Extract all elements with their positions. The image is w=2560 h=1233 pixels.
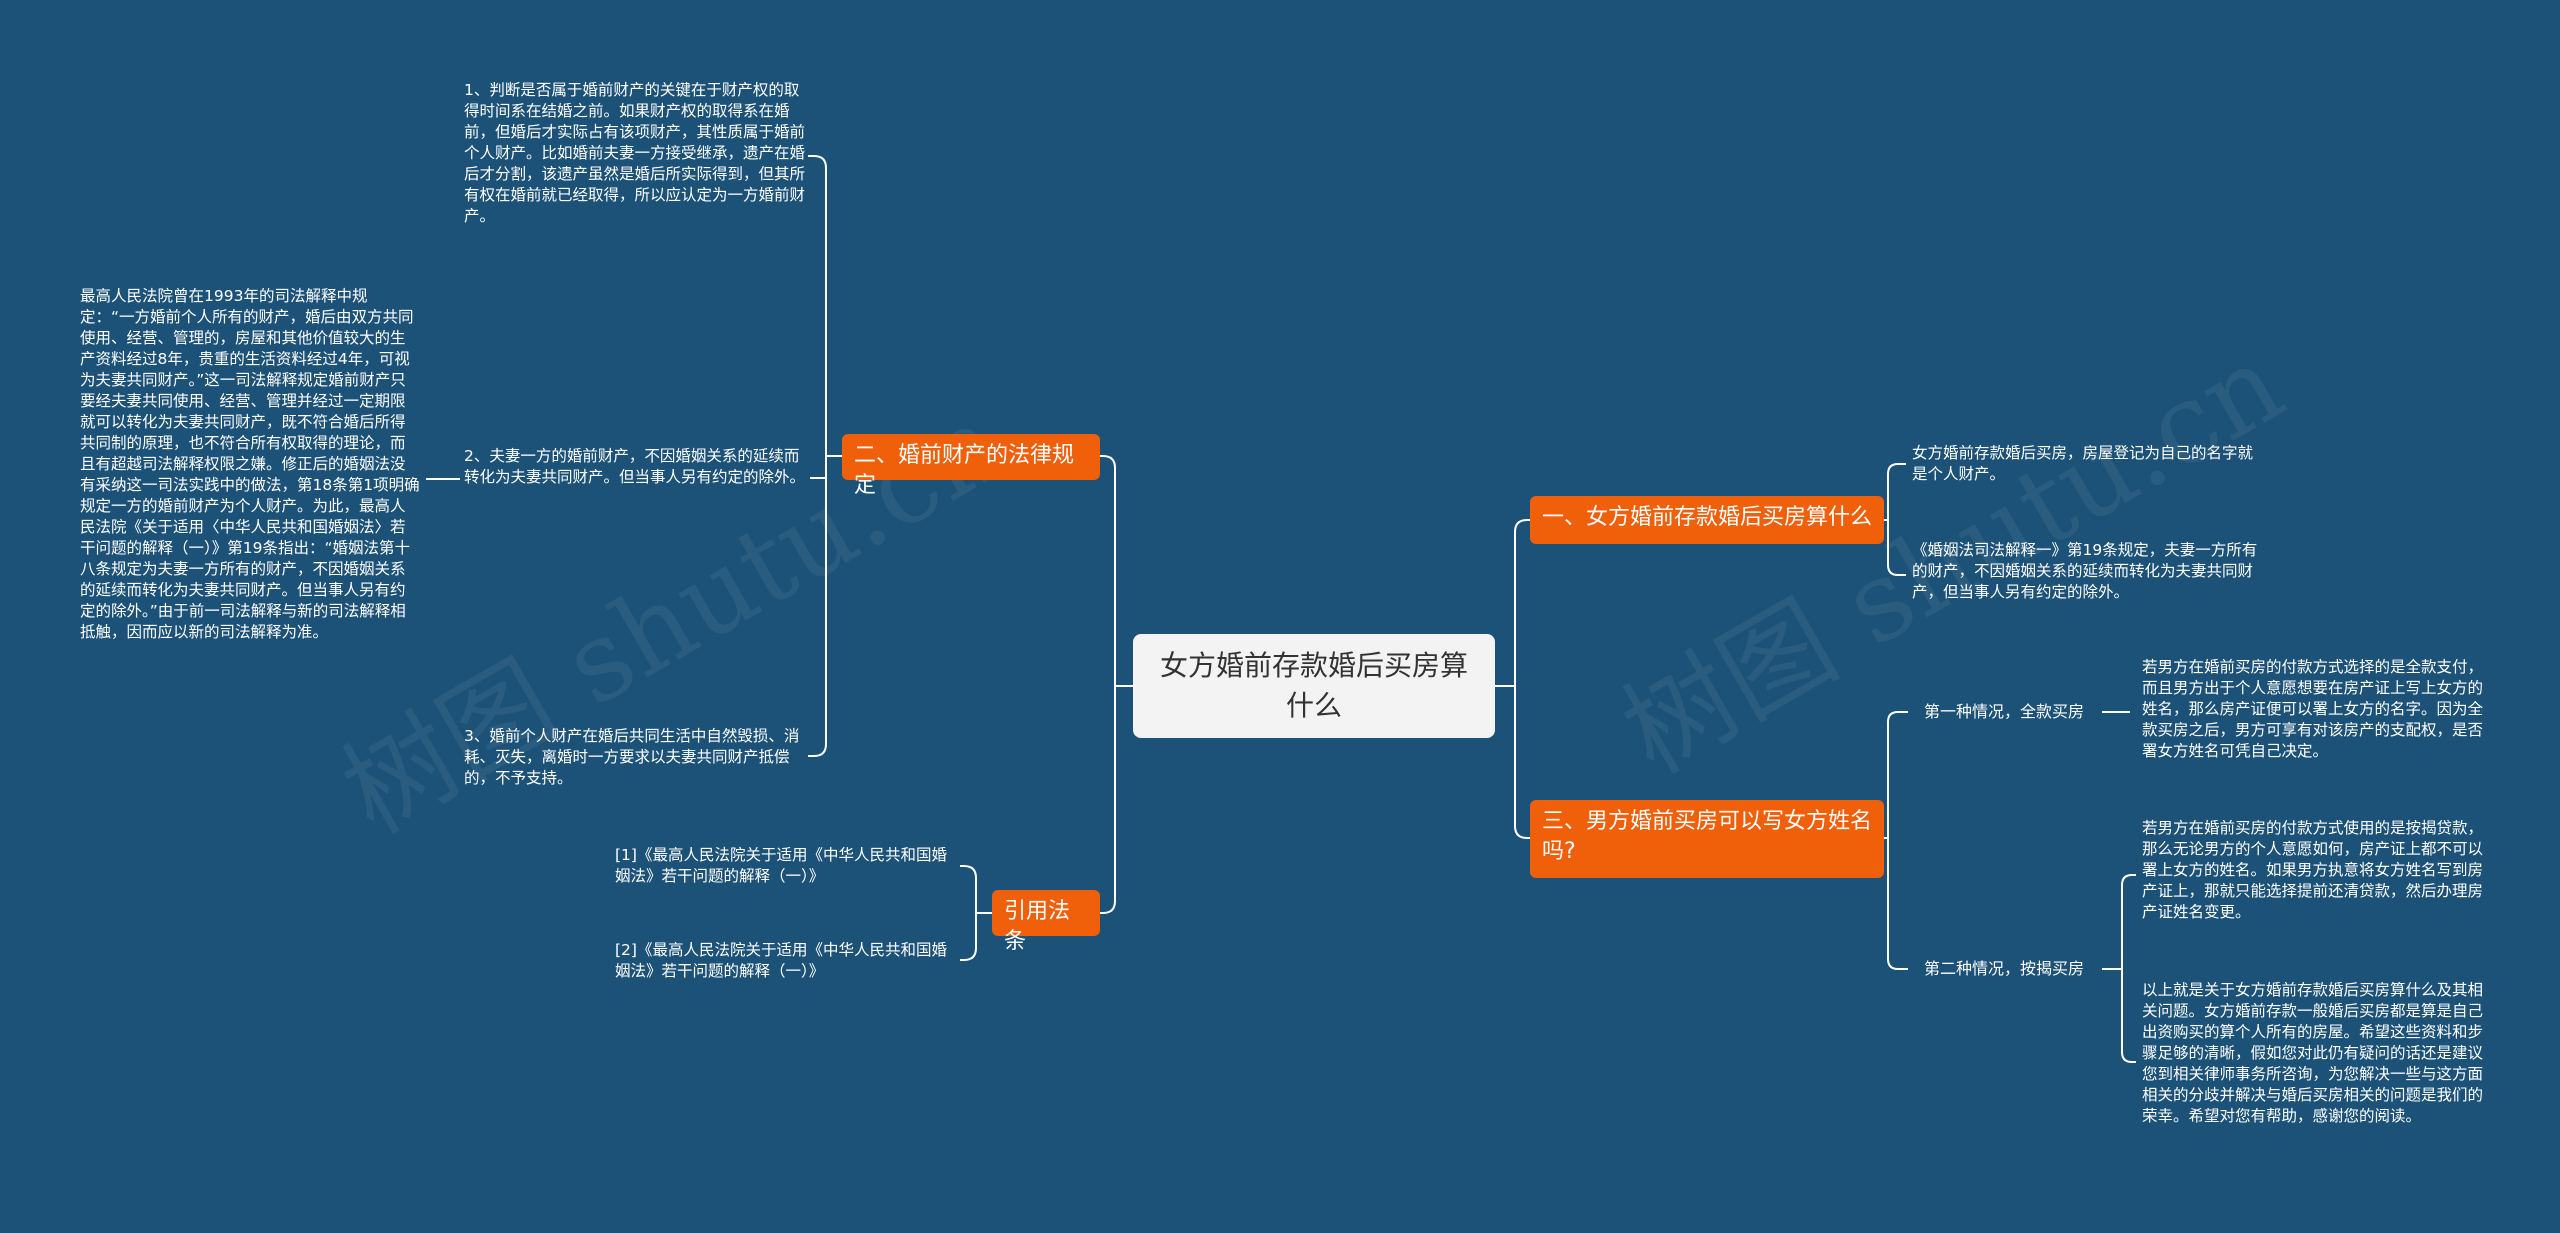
central-topic[interactable]: 女方婚前存款婚后买房算什么 bbox=[1133, 634, 1495, 738]
leaf-branch2-item: 2、夫妻一方的婚前财产，不因婚姻关系的延续而转化为夫妻共同财产。但当事人另有约定… bbox=[464, 447, 806, 486]
branch-female-deposit[interactable]: 一、女方婚前存款婚后买房算什么 bbox=[1530, 496, 1884, 544]
leaf-branch2-item: 3、婚前个人财产在婚后共同生活中自然毁损、消耗、灭失，离婚时一方要求以夫妻共同财… bbox=[464, 727, 800, 787]
branch-premarital-law[interactable]: 二、婚前财产的法律规定 bbox=[842, 434, 1100, 498]
case-full-payment-text: 若男方在婚前买房的付款方式选择的是全款支付，而且男方出于个人意愿想要在房产证上写… bbox=[2142, 658, 2484, 760]
connector bbox=[808, 155, 842, 757]
connector bbox=[1884, 463, 1906, 576]
citation-item[interactable]: [1]《最高人民法院关于适用《中华人民共和国婚姻法》若干问题的解释（一）》 bbox=[615, 846, 947, 885]
connector bbox=[1100, 455, 1133, 914]
leaf-branch1-item: 女方婚前存款婚后买房，房屋登记为自己的名字就是个人财产。 bbox=[1912, 444, 2254, 483]
judicial-interpretation-note: 最高人民法院曾在1993年的司法解释中规定：“一方婚前个人所有的财产，婚后由双方… bbox=[80, 287, 420, 641]
connector bbox=[1495, 519, 1530, 839]
case-mortgage-label[interactable]: 第二种情况，按揭买房 bbox=[1924, 959, 2085, 978]
citation-item[interactable]: [2]《最高人民法院关于适用《中华人民共和国婚姻法》若干问题的解释（一）》 bbox=[615, 941, 947, 980]
leaf-branch1-item: 《婚姻法司法解释一》第19条规定，夫妻一方所有的财产，不因婚姻关系的延续而转化为… bbox=[1912, 541, 2258, 601]
summary-text: 以上就是关于女方婚前存款婚后买房算什么及其相关问题。女方婚前存款一般婚后买房都是… bbox=[2142, 981, 2484, 1125]
branch-male-house-name[interactable]: 三、男方婚前买房可以写女方姓名吗? bbox=[1530, 800, 1884, 878]
case-mortgage-text: 若男方在婚前买房的付款方式使用的是按揭贷款，那么无论男方的个人意愿如何，房产证上… bbox=[2142, 819, 2484, 921]
case-full-payment-label[interactable]: 第一种情况，全款买房 bbox=[1924, 702, 2085, 721]
connector bbox=[2102, 874, 2136, 1063]
connector bbox=[1884, 711, 1908, 970]
connector bbox=[960, 865, 992, 961]
leaf-branch2-item: 1、判断是否属于婚前财产的关键在于财产权的取得时间系在结婚之前。如果财产权的取得… bbox=[464, 81, 806, 225]
branch-cited-law[interactable]: 引用法条 bbox=[992, 890, 1100, 954]
